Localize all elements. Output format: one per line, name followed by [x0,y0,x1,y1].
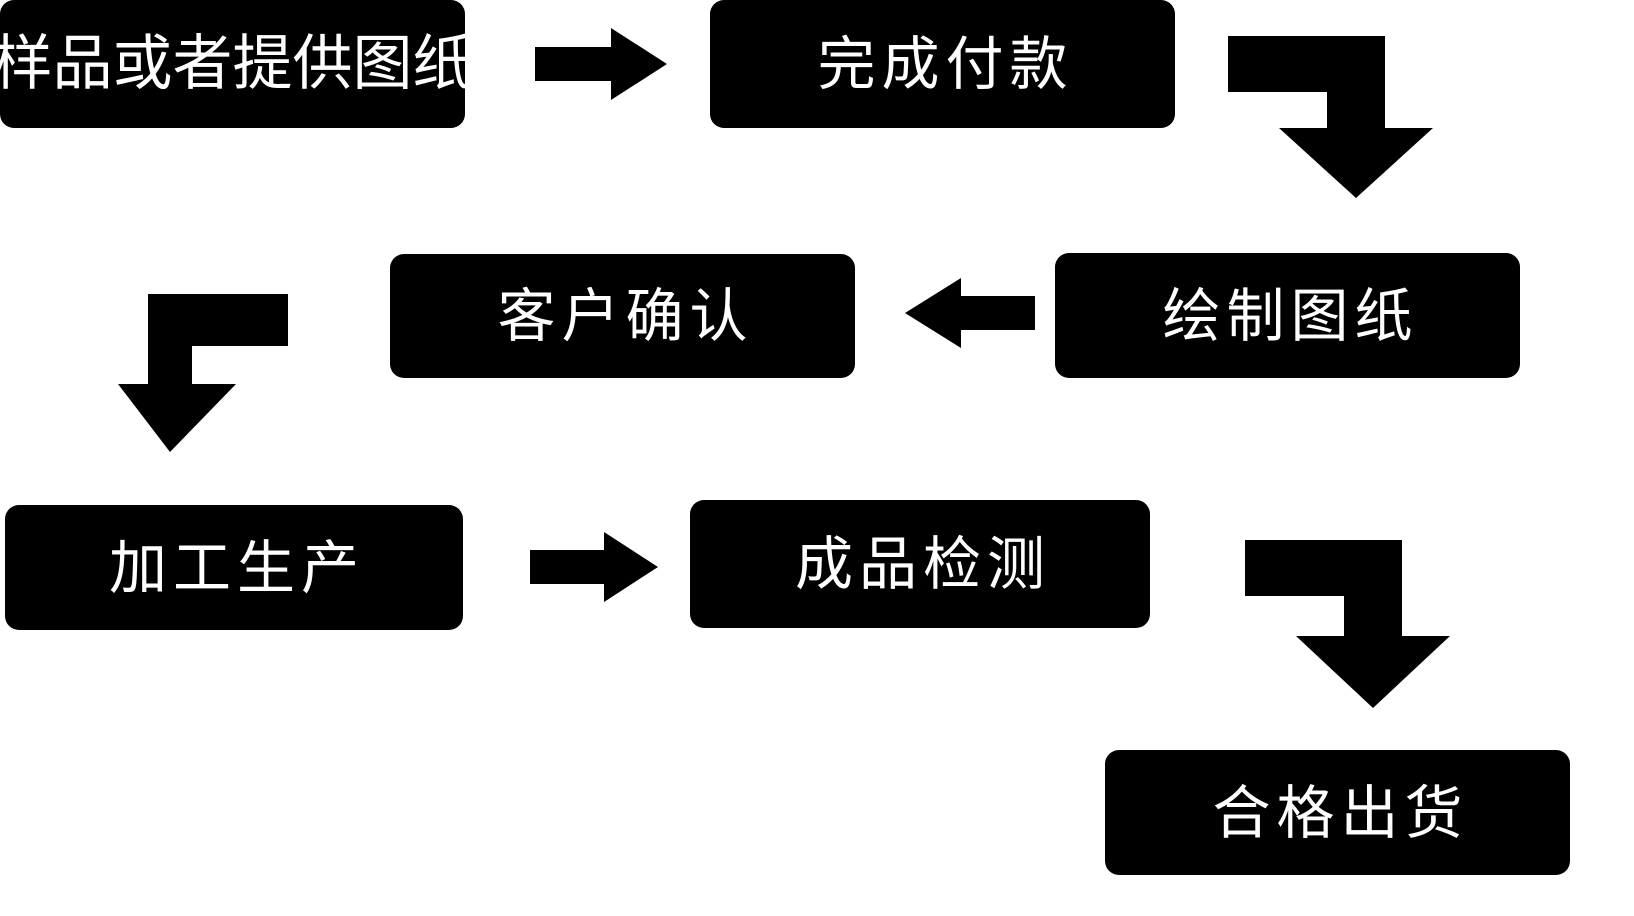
node-qualified-shipment[interactable]: 合格出货 [1105,750,1570,875]
node-label-sample-or-drawing: 样品或者提供图纸 [0,29,473,99]
node-label-finished-inspection: 成品检测 [794,530,1051,598]
node-customer-confirm[interactable]: 客户确认 [390,254,855,378]
node-label-draw-drawings: 绘制图纸 [1162,281,1419,350]
node-label-complete-payment: 完成付款 [817,30,1074,98]
arrow-payment-to-drawing [1228,36,1433,198]
node-label-customer-confirm: 客户确认 [497,282,754,350]
arrow-inspection-to-shipment [1245,540,1450,708]
node-processing-production[interactable]: 加工生产 [5,505,463,630]
arrow-confirm-to-production [118,294,288,452]
node-complete-payment[interactable]: 完成付款 [710,0,1175,128]
arrow-production-to-inspection [530,532,658,602]
arrow-sample-to-payment [535,28,667,100]
node-label-qualified-shipment: 合格出货 [1212,778,1469,847]
node-sample-or-drawing[interactable]: 样品或者提供图纸 [0,0,473,128]
node-label-processing-production: 加工生产 [108,533,365,602]
node-draw-drawings[interactable]: 绘制图纸 [1055,253,1520,378]
arrow-drawing-to-confirm [905,278,1035,348]
node-finished-inspection[interactable]: 成品检测 [690,500,1150,628]
